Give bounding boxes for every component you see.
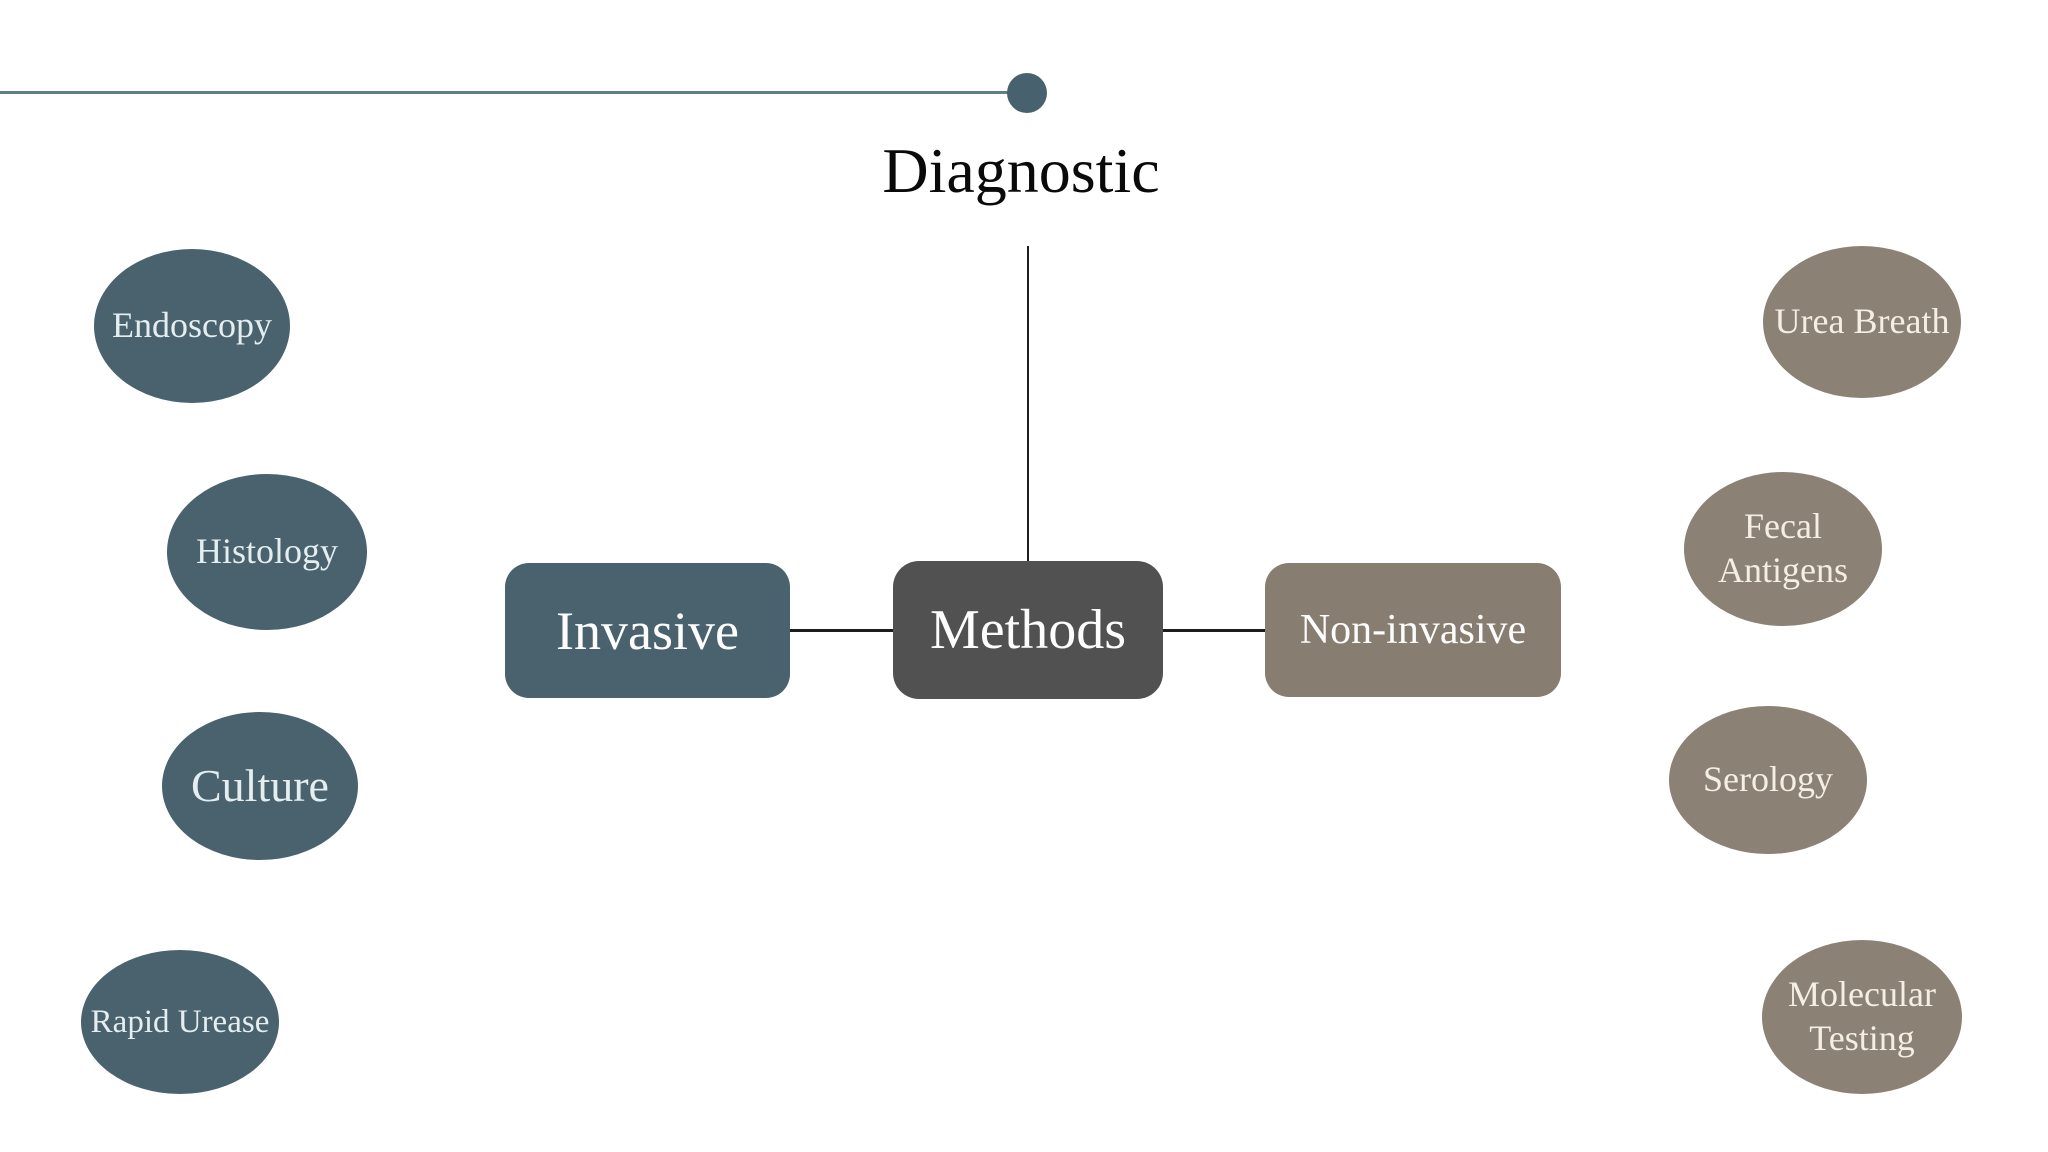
connector-title-to-methods bbox=[1027, 246, 1029, 563]
node-endoscopy: Endoscopy bbox=[94, 249, 290, 403]
node-histology-label: Histology bbox=[195, 531, 338, 572]
connector-methods-to-noninvasive bbox=[1163, 629, 1265, 632]
node-methods-label: Methods bbox=[930, 599, 1126, 661]
node-non-invasive-label: Non-invasive bbox=[1299, 607, 1527, 653]
node-non-invasive: Non-invasive bbox=[1265, 563, 1561, 697]
node-methods: Methods bbox=[893, 561, 1163, 699]
top-horizontal-rule bbox=[0, 91, 1008, 94]
node-serology: Serology bbox=[1669, 706, 1867, 854]
node-histology: Histology bbox=[167, 474, 367, 630]
node-rapid-urease-label: Rapid Urease bbox=[90, 1003, 270, 1040]
node-endoscopy-label: Endoscopy bbox=[112, 305, 272, 346]
node-invasive: Invasive bbox=[505, 563, 790, 698]
node-serology-label: Serology bbox=[1703, 759, 1833, 800]
node-culture: Culture bbox=[162, 712, 358, 860]
node-fecal-antigens: Fecal Antigens bbox=[1684, 472, 1882, 626]
node-fecal-antigens-label: Fecal Antigens bbox=[1718, 506, 1848, 590]
node-rapid-urease: Rapid Urease bbox=[81, 950, 279, 1094]
top-rule-end-dot bbox=[1007, 73, 1047, 113]
node-urea-breath-label: Urea Breath bbox=[1774, 301, 1950, 342]
node-molecular-testing: Molecular Testing bbox=[1762, 940, 1962, 1094]
node-urea-breath: Urea Breath bbox=[1763, 246, 1961, 398]
node-molecular-testing-label: Molecular Testing bbox=[1788, 974, 1936, 1058]
node-culture-label: Culture bbox=[191, 759, 329, 811]
connector-invasive-to-methods bbox=[790, 629, 893, 632]
node-invasive-label: Invasive bbox=[556, 600, 739, 661]
page-title: Diagnostic bbox=[882, 135, 1160, 206]
